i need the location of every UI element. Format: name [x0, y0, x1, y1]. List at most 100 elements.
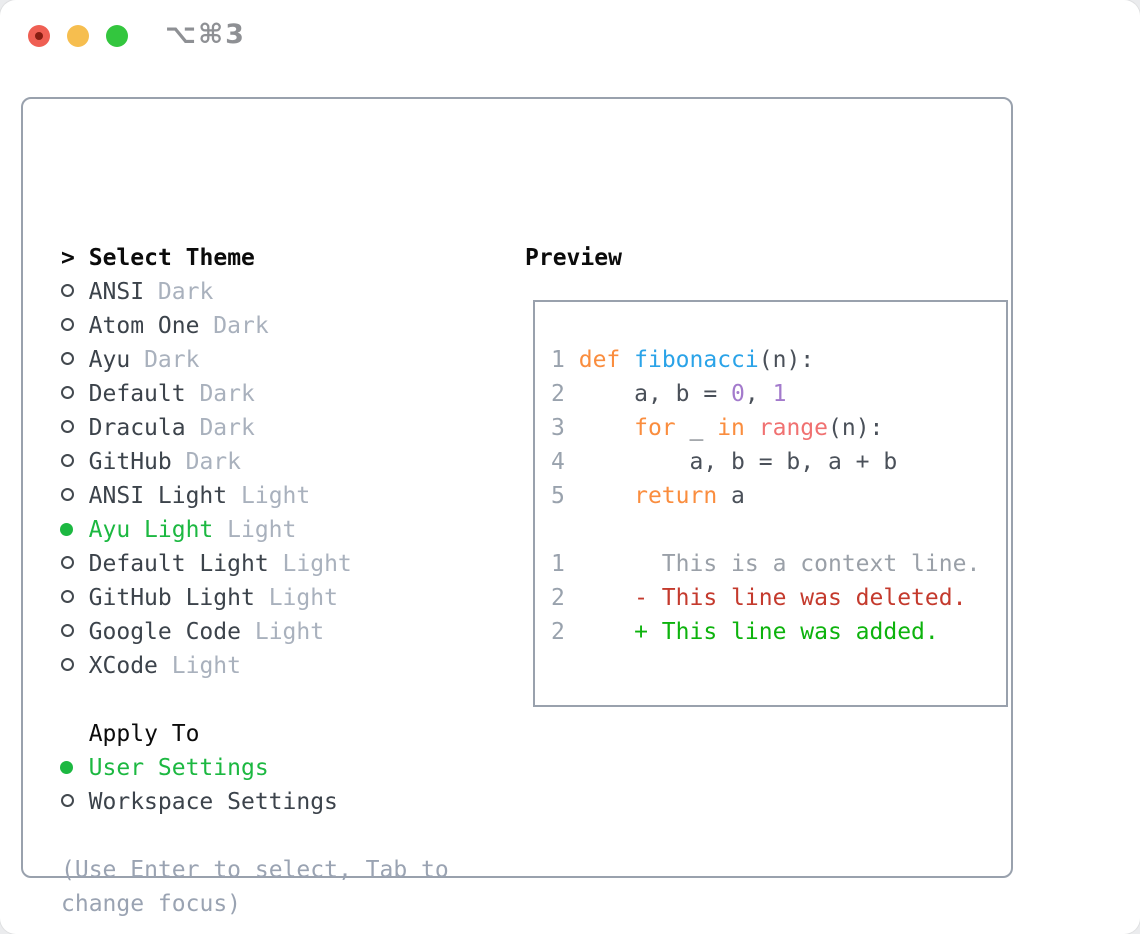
- theme-option-ansi-light-light[interactable]: ANSI Light Light: [61, 479, 449, 513]
- theme-variant: Light: [171, 653, 242, 679]
- line-number: 1: [551, 551, 565, 577]
- theme-picker-column: > Select Theme ANSI Dark Atom One Dark A…: [60, 241, 449, 921]
- code-line: [551, 513, 980, 547]
- theme-option-google-code-light[interactable]: Google Code Light: [61, 615, 449, 649]
- line-number: 5: [551, 483, 565, 509]
- code-token: - This line was deleted.: [578, 585, 967, 611]
- theme-option-xcode-light[interactable]: XCode Light: [61, 649, 449, 683]
- radio-unselected-icon: [61, 480, 75, 503]
- theme-option-atom-one-dark[interactable]: Atom One Dark: [61, 309, 449, 343]
- code-token: This is a context line.: [578, 551, 981, 577]
- code-token: + This line was added.: [578, 619, 939, 645]
- theme-option-default-light-light[interactable]: Default Light Light: [61, 547, 449, 581]
- theme-list-header: > Select Theme: [61, 241, 449, 275]
- theme-name: Default Light: [88, 551, 269, 577]
- code-token: a: [717, 483, 745, 509]
- code-token: [579, 483, 634, 509]
- hint-text: (Use Enter to select, Tab to: [61, 857, 449, 883]
- apply-option-workspace-settings[interactable]: Workspace Settings: [61, 785, 449, 819]
- theme-name: ANSI: [88, 279, 145, 305]
- minimize-button[interactable]: [67, 25, 89, 47]
- theme-variant: Dark: [157, 279, 214, 305]
- line-number: 2: [551, 585, 565, 611]
- spacer-row: [61, 683, 449, 717]
- apply-option-label: Workspace Settings: [88, 789, 338, 815]
- window-shortcut-label: ⌥⌘3: [165, 19, 246, 50]
- theme-name: GitHub: [88, 449, 172, 475]
- radio-unselected-icon: [61, 650, 75, 673]
- theme-list-title: Select Theme: [88, 245, 255, 271]
- theme-option-ayu-dark[interactable]: Ayu Dark: [61, 343, 449, 377]
- theme-variant: Light: [282, 551, 352, 577]
- close-button[interactable]: [28, 25, 50, 47]
- radio-unselected-icon: [61, 616, 75, 639]
- line-number: 1: [551, 347, 565, 373]
- theme-variant: Dark: [144, 347, 200, 373]
- theme-variant: Light: [241, 483, 311, 509]
- code-line: 5 return a: [551, 479, 980, 513]
- radio-unselected-icon: [61, 548, 75, 571]
- zoom-button[interactable]: [106, 25, 128, 47]
- code-token: 0: [731, 381, 745, 407]
- theme-name: GitHub Light: [88, 585, 255, 611]
- apply-option-user-settings[interactable]: User Settings: [60, 751, 449, 785]
- code-token: [620, 347, 634, 373]
- code-token: ,: [744, 381, 773, 407]
- code-line: 1 def fibonacci(n):: [551, 343, 980, 377]
- line-number: 3: [551, 415, 565, 441]
- radio-unselected-icon: [61, 446, 75, 469]
- window-controls: [28, 25, 128, 47]
- theme-name: Dracula: [88, 415, 186, 441]
- apply-to-header: Apply To: [61, 717, 449, 751]
- code-token: [745, 415, 759, 441]
- code-line: 2 a, b = 0, 1: [551, 377, 980, 411]
- theme-variant: Light: [254, 619, 325, 645]
- code-token: _: [675, 415, 718, 441]
- code-line: 3 for _ in range(n):: [551, 411, 980, 445]
- code-token: a, b = b, a + b: [578, 449, 898, 475]
- code-token: return: [634, 483, 718, 509]
- keyboard-hint: (Use Enter to select, Tab to: [61, 853, 449, 887]
- line-number: 2: [551, 619, 565, 645]
- radio-unselected-icon: [61, 344, 75, 367]
- theme-option-ansi-dark[interactable]: ANSI Dark: [61, 275, 449, 309]
- radio-unselected-icon: [61, 310, 75, 333]
- theme-name: ANSI Light: [88, 483, 228, 509]
- radio-selected-icon: [60, 514, 75, 537]
- code-token: [579, 415, 634, 441]
- code-token: a, b =: [578, 381, 732, 407]
- theme-name: Ayu Light: [88, 517, 214, 543]
- radio-unselected-icon: [61, 786, 75, 809]
- theme-name: XCode: [88, 653, 158, 679]
- radio-selected-icon: [60, 752, 75, 775]
- code-token: 1: [772, 381, 787, 407]
- theme-option-github-light-light[interactable]: GitHub Light Light: [61, 581, 449, 615]
- code-line: 2 - This line was deleted.: [551, 581, 980, 615]
- code-token: for: [634, 415, 676, 441]
- radio-unselected-icon: [61, 412, 75, 435]
- theme-name: Default: [88, 381, 186, 407]
- code-token: fibonacci: [634, 347, 759, 373]
- theme-variant: Light: [268, 585, 338, 611]
- code-token: (n):: [828, 415, 884, 441]
- code-line: 2 + This line was added.: [551, 615, 980, 649]
- hint-text: change focus): [61, 891, 242, 917]
- theme-picker-panel: > Select Theme ANSI Dark Atom One Dark A…: [21, 97, 1013, 917]
- theme-option-default-dark[interactable]: Default Dark: [61, 377, 449, 411]
- theme-name: Google Code: [88, 619, 241, 645]
- preview-header: Preview: [525, 245, 622, 271]
- theme-option-dracula-dark[interactable]: Dracula Dark: [61, 411, 449, 445]
- keyboard-hint: change focus): [61, 887, 449, 921]
- code-token: (n):: [758, 347, 815, 373]
- code-token: def: [578, 347, 621, 373]
- code-line: 1 This is a context line.: [551, 547, 980, 581]
- theme-variant: Dark: [213, 313, 269, 339]
- theme-option-github-dark[interactable]: GitHub Dark: [61, 445, 449, 479]
- line-number: 4: [551, 449, 565, 475]
- theme-option-ayu-light-light[interactable]: Ayu Light Light: [60, 513, 449, 547]
- theme-variant: Dark: [199, 381, 255, 407]
- theme-variant: Dark: [185, 449, 241, 475]
- theme-name: Ayu: [88, 347, 131, 373]
- radio-unselected-icon: [61, 378, 75, 401]
